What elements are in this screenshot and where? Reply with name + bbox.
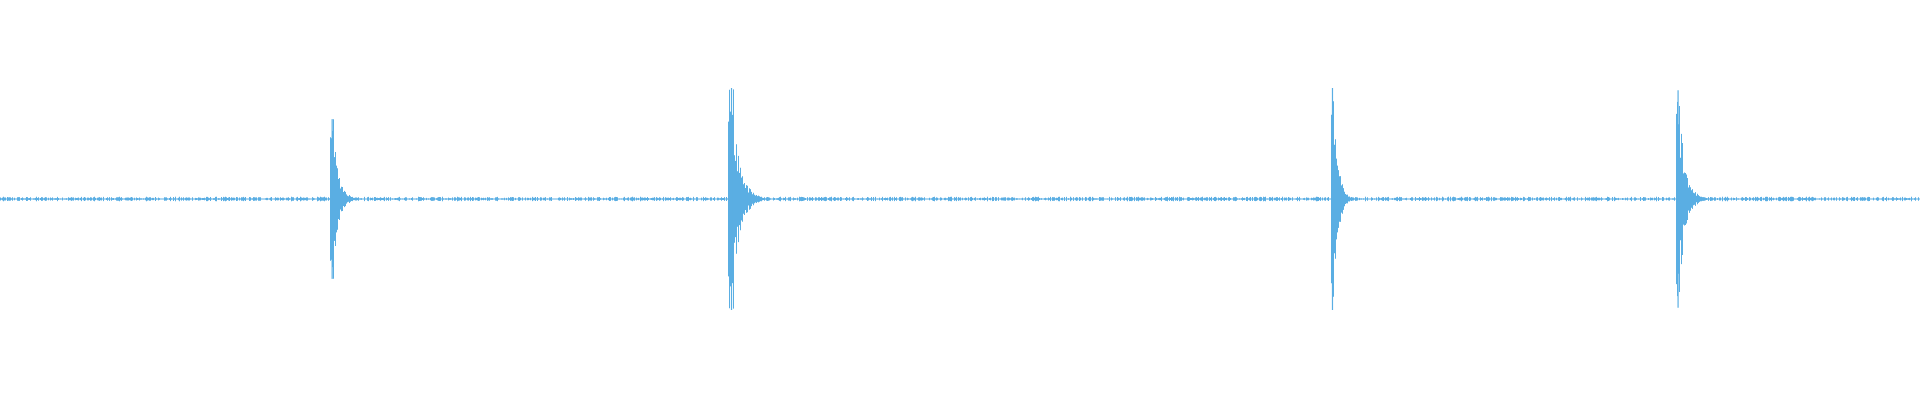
waveform-signal xyxy=(0,89,1920,309)
